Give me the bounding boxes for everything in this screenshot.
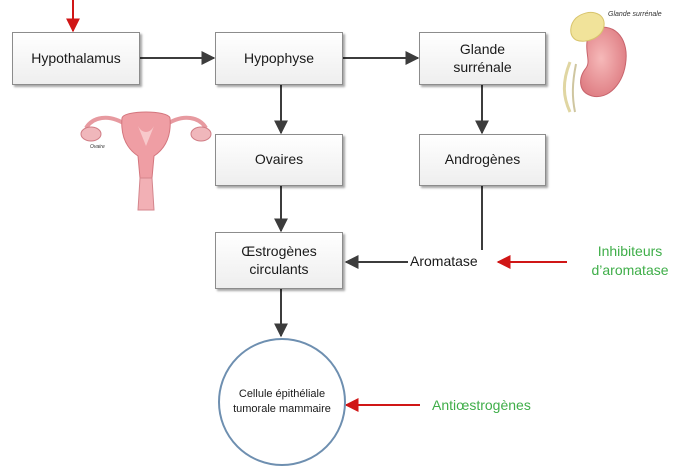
antioestrogens-label: Antiœstrogènes <box>432 396 531 415</box>
hypophyse-box: Hypophyse <box>215 32 343 85</box>
oestrogenes-label: Œstrogènes circulants <box>241 243 316 278</box>
tumor-cell-circle: Cellule épithéliale tumorale mammaire <box>218 338 346 466</box>
oestrogenes-box: Œstrogènes circulants <box>215 232 343 289</box>
glande-surrenale-box: Glande surrénale <box>419 32 546 85</box>
hypothalamus-box: Hypothalamus <box>12 32 140 85</box>
uterus-caption: Ovaire <box>90 144 105 150</box>
aromatase-inhibitors-label: Inhibiteurs d’aromatase <box>580 242 680 280</box>
tumor-cell-label: Cellule épithéliale tumorale mammaire <box>233 387 331 418</box>
kidney-adrenal-illustration <box>564 12 626 112</box>
hypophyse-label: Hypophyse <box>244 50 314 68</box>
hypothalamus-label: Hypothalamus <box>31 50 121 68</box>
aromatase-label: Aromatase <box>410 253 478 269</box>
androgenes-box: Androgènes <box>419 134 546 186</box>
glande-surrenale-label: Glande surrénale <box>453 41 511 76</box>
uterus-ovaries-illustration <box>81 112 211 210</box>
androgenes-label: Androgènes <box>445 151 521 169</box>
ovaires-box: Ovaires <box>215 134 343 186</box>
kidney-caption: Glande surrénale <box>608 11 662 18</box>
ovaires-label: Ovaires <box>255 151 303 169</box>
